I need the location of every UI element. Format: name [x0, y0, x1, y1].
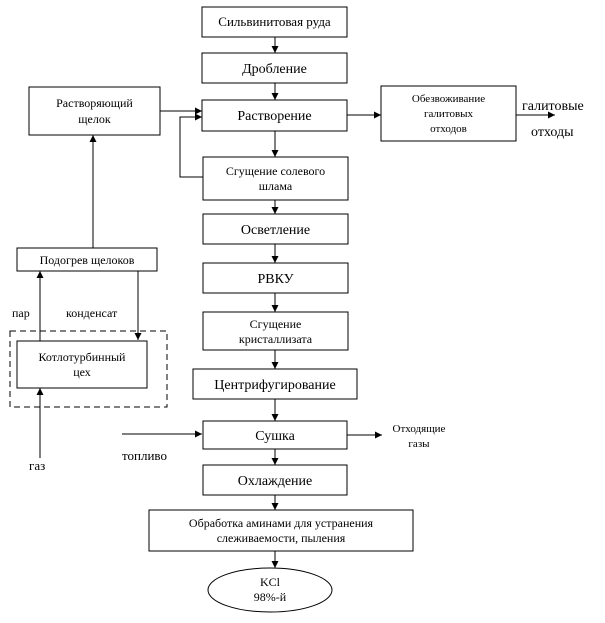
node-amine: Обработка аминами для устранения слежива…	[148, 509, 414, 552]
node-crushing: Дробление	[201, 52, 348, 84]
label-off-gas-2: газы	[408, 438, 430, 450]
node-dissolving-liquor: Растворяющий щелок	[28, 86, 161, 136]
node-dissolution: Растворение	[201, 99, 348, 132]
node-ore: Сильвинитовая руда	[201, 6, 348, 38]
node-rvku: РВКУ	[202, 262, 349, 294]
node-clarification: Осветление	[202, 213, 349, 245]
node-dehydration: Обезвоживание галитовых отходов	[380, 85, 517, 142]
node-centrifuge-label: Центрифугирование	[214, 378, 335, 393]
edge-thickening-return	[179, 113, 203, 178]
label-steam: пар	[12, 306, 30, 320]
node-cooling: Охлаждение	[202, 464, 348, 496]
node-heating-liquor: Подогрев щелоков	[16, 247, 158, 272]
node-thickening-cryst: Сгущение кристаллизата	[202, 311, 349, 351]
free-labels: галитовые отходы пар конденсат газ топли…	[12, 99, 584, 473]
node-amine-label-1: Обработка аминами для устранения	[189, 516, 374, 530]
node-amine-label-2: слеживаемости, пыления	[217, 531, 346, 545]
node-product: KCl 98%-й	[207, 567, 333, 613]
node-thickening-cryst-label-1: Сгущение	[250, 317, 302, 331]
label-halite-waste-2: отходы	[531, 125, 574, 140]
node-centrifuge: Центрифугирование	[192, 368, 358, 400]
node-boiler	[16, 340, 148, 389]
node-product-label-1: KCl	[260, 575, 281, 589]
node-dehydration-label-3: отходов	[430, 123, 467, 135]
node-clarification-label: Осветление	[241, 223, 310, 238]
node-dehydration-label-2: галитовых	[424, 108, 474, 120]
label-condensate: конденсат	[66, 306, 118, 320]
node-boiler-group: Котлотурбинный цех	[9, 330, 168, 408]
boiler-dashed-frame	[9, 330, 168, 408]
node-thickening-salt-label-1: Сгущение солевого	[226, 164, 325, 178]
node-thickening-salt-label-2: шлама	[259, 179, 293, 193]
node-ore-label: Сильвинитовая руда	[218, 14, 331, 29]
node-dissolving-liquor-label-1: Растворяющий	[56, 96, 133, 110]
label-fuel: топливо	[122, 448, 167, 463]
label-halite-waste-1: галитовые	[522, 99, 584, 114]
label-off-gas-1: Отходящие	[393, 423, 446, 435]
node-dissolving-liquor-label-2: щелок	[78, 112, 111, 126]
node-heating-liquor-label: Подогрев щелоков	[40, 253, 135, 267]
node-crushing-label: Дробление	[242, 62, 307, 77]
node-boiler-label-1: Котлотурбинный	[39, 350, 127, 364]
node-drying-label: Сушка	[255, 429, 295, 444]
node-boiler-label-2: цех	[73, 365, 91, 379]
node-dissolution-label: Растворение	[237, 109, 311, 124]
node-thickening-salt: Сгущение солевого шлама	[202, 156, 349, 201]
node-dehydration-label-1: Обезвоживание	[412, 93, 485, 105]
node-drying: Сушка	[202, 420, 348, 450]
label-gas: газ	[29, 458, 45, 473]
node-cooling-label: Охлаждение	[238, 474, 313, 489]
edges	[36, 37, 555, 568]
node-thickening-cryst-label-2: кристаллизата	[239, 332, 313, 346]
node-product-label-2: 98%-й	[254, 590, 287, 604]
node-rvku-label: РВКУ	[257, 272, 293, 287]
